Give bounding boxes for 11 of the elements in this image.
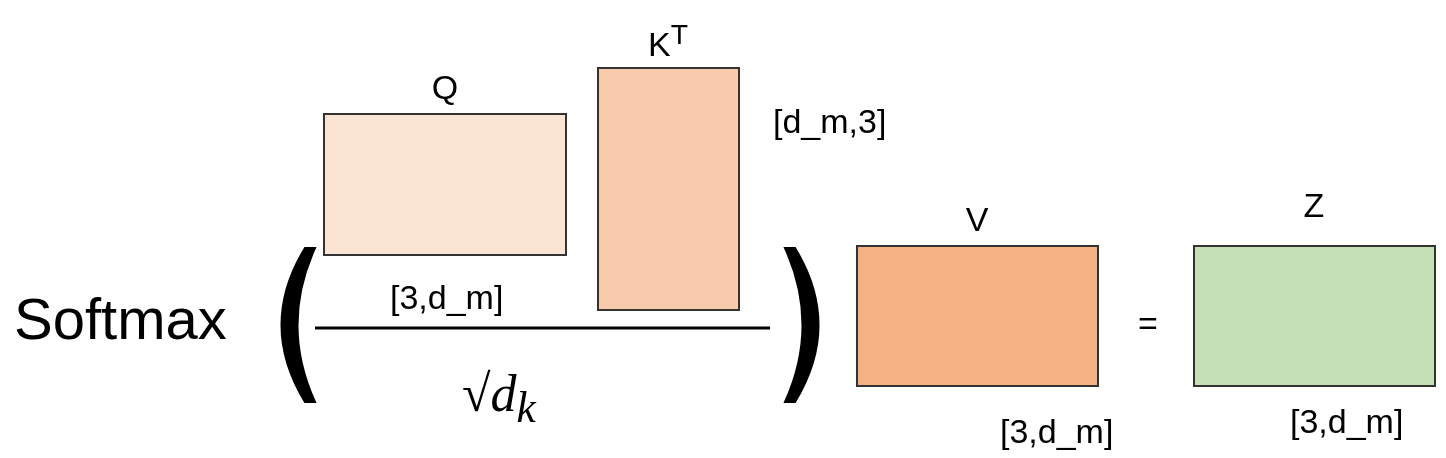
dimension-label: [3,d_m] xyxy=(390,280,504,314)
matrix-name: V xyxy=(965,202,989,236)
dimension-label: [d_m,3] xyxy=(773,104,887,138)
function-name: Softmax xyxy=(14,290,227,348)
denominator: √d$_{k}$ xyxy=(462,368,536,430)
matrix-name: Q xyxy=(431,70,459,104)
dimension-label: [3,d_m] xyxy=(1290,404,1404,438)
matrix-name: Z xyxy=(1303,188,1325,222)
matrix-name: K$^{T}$ xyxy=(648,20,688,62)
dimension-label: [3,d_m] xyxy=(1000,414,1114,448)
equals-sign: = xyxy=(1138,306,1158,340)
